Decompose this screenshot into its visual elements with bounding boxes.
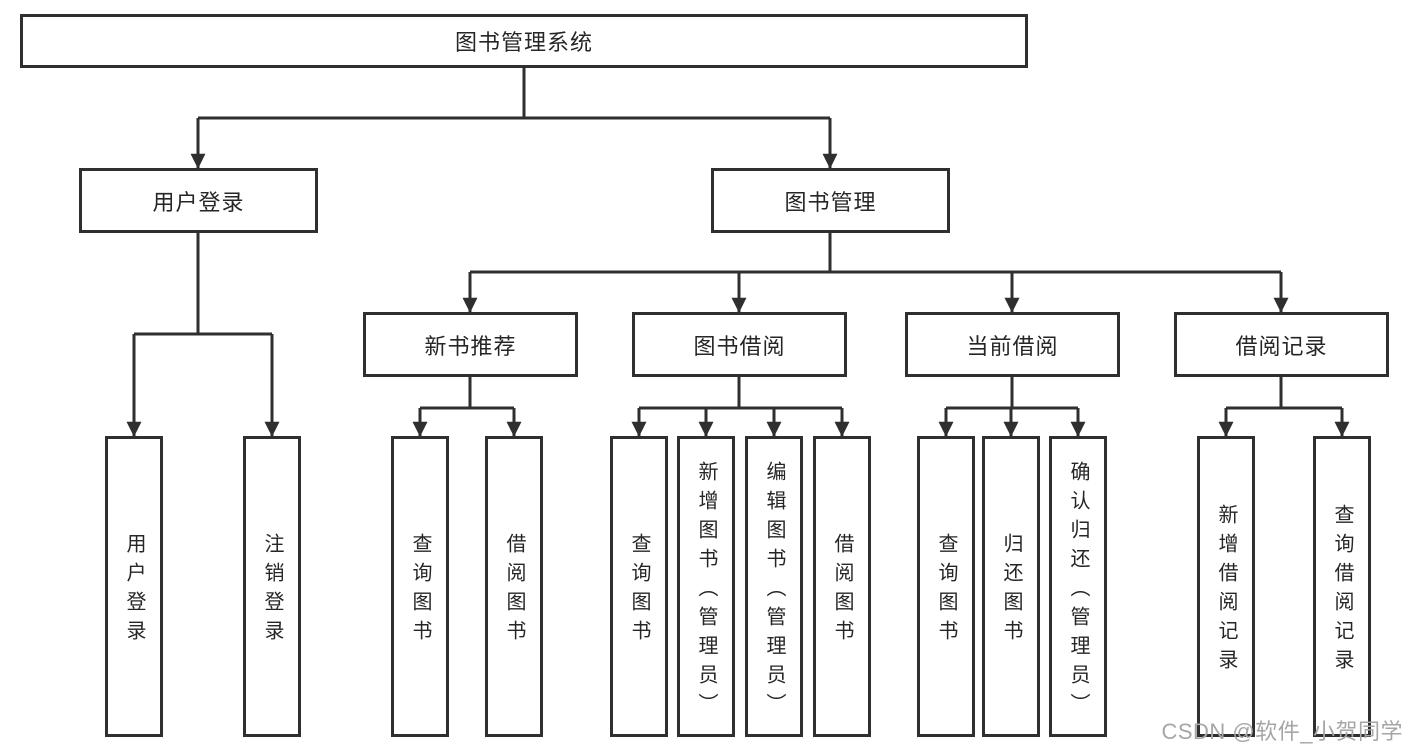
leaf-label: 注销登录 — [261, 533, 283, 649]
node-label: 图书借阅 — [693, 333, 786, 359]
node-label: 图书管理 — [784, 189, 877, 215]
leaf-user-login: 用户登录 — [105, 436, 163, 737]
leaf-record-add-borrow-record: 新增借阅记录 — [1197, 436, 1255, 737]
csdn-watermark: CSDN @软件_小贺同学 — [1161, 719, 1403, 744]
leaf-logout: 注销登录 — [243, 436, 301, 737]
node-library-management-system: 图书管理系统 — [20, 14, 1028, 68]
leaf-borrow-borrow-book: 借阅图书 — [813, 436, 871, 737]
leaf-current-query-book: 查询图书 — [917, 436, 975, 737]
leaf-label: 借阅图书 — [503, 533, 525, 649]
leaf-label: 查询图书 — [409, 533, 431, 649]
leaf-label: 查询借阅记录 — [1331, 504, 1353, 678]
leaf-label: 借阅图书 — [831, 533, 853, 649]
leaf-label: 用户登录 — [123, 533, 145, 649]
leaf-label: 查询图书 — [628, 533, 650, 649]
leaf-current-return-book: 归还图书 — [982, 436, 1040, 737]
node-label: 当前借阅 — [966, 333, 1059, 359]
leaf-label: 确认归还（管理员） — [1067, 460, 1089, 722]
leaf-borrow-edit-book-admin: 编辑图书（管理员） — [745, 436, 803, 737]
leaf-borrow-add-book-admin: 新增图书（管理员） — [677, 436, 735, 737]
node-borrow-record: 借阅记录 — [1174, 312, 1389, 377]
node-new-book-recommend: 新书推荐 — [363, 312, 578, 377]
node-label: 图书管理系统 — [454, 30, 593, 55]
node-label: 用户登录 — [152, 189, 245, 215]
node-book-management: 图书管理 — [711, 168, 950, 233]
node-label: 借阅记录 — [1235, 333, 1328, 359]
node-current-borrow: 当前借阅 — [905, 312, 1120, 377]
leaf-label: 归还图书 — [1000, 533, 1022, 649]
leaf-newbook-query-book: 查询图书 — [391, 436, 449, 737]
leaf-borrow-query-book: 查询图书 — [610, 436, 668, 737]
leaf-newbook-borrow-book: 借阅图书 — [485, 436, 543, 737]
leaf-label: 新增借阅记录 — [1215, 504, 1237, 678]
leaf-record-query-borrow-record: 查询借阅记录 — [1313, 436, 1371, 737]
leaf-label: 新增图书（管理员） — [695, 460, 717, 722]
leaf-current-confirm-return-admin: 确认归还（管理员） — [1049, 436, 1107, 737]
connectors — [126, 68, 1350, 437]
leaf-label: 编辑图书（管理员） — [763, 460, 785, 722]
leaf-label: 查询图书 — [935, 533, 957, 649]
node-label: 新书推荐 — [424, 333, 517, 359]
node-book-borrow: 图书借阅 — [632, 312, 847, 377]
node-user-login: 用户登录 — [79, 168, 318, 233]
